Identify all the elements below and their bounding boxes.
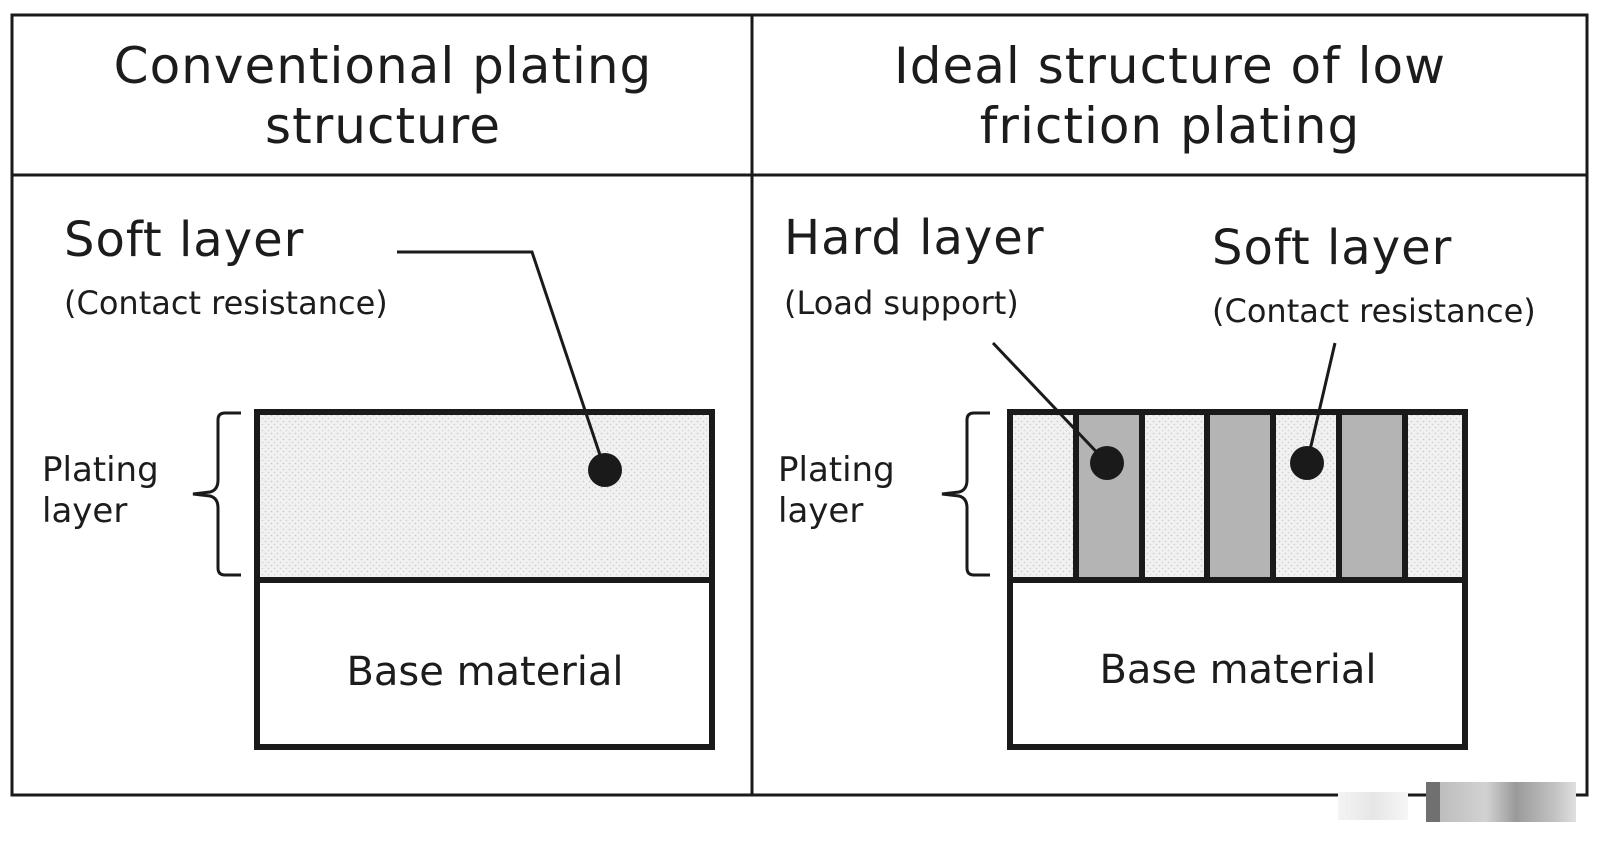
left-base-material-label: Base material xyxy=(346,649,624,695)
left-title-line2: structure xyxy=(265,97,501,155)
right-structure xyxy=(941,341,1468,750)
right-soft-layer-note: (Contact resistance) xyxy=(1212,292,1536,330)
left-soft-layer-dot xyxy=(588,453,622,487)
right-plating-line2: layer xyxy=(778,491,864,531)
hard-layer-leader xyxy=(991,341,1109,465)
watermark-blur-right xyxy=(1426,782,1576,822)
left-structure xyxy=(192,250,715,750)
left-soft-layer-label: Soft layer xyxy=(64,212,305,268)
right-plating-brace xyxy=(941,411,990,577)
hard-column-1 xyxy=(1076,412,1142,577)
left-plating-layer-label: Plating layer xyxy=(42,450,159,532)
left-title-line1: Conventional plating xyxy=(113,37,653,95)
blurred-watermark xyxy=(1338,780,1588,830)
right-title-line1: Ideal structure of low xyxy=(894,37,1446,95)
right-soft-layer-leader xyxy=(1305,342,1337,464)
watermark-blur-left xyxy=(1338,792,1408,820)
left-soft-layer-note: (Contact resistance) xyxy=(64,284,388,322)
left-soft-layer xyxy=(257,412,712,577)
right-soft-layer-label: Soft layer xyxy=(1212,220,1453,276)
right-soft-layer-dot xyxy=(1290,446,1324,480)
hard-layer-dot xyxy=(1090,446,1124,480)
right-base-material-label: Base material xyxy=(1099,647,1377,693)
left-panel-title: Conventional plating structure xyxy=(14,36,752,156)
left-soft-layer-leader xyxy=(397,250,607,471)
hard-column-2 xyxy=(1207,412,1273,577)
right-title-line2: friction plating xyxy=(979,97,1361,155)
right-plating-layer-label: Plating layer xyxy=(778,450,895,532)
left-plating-line1: Plating xyxy=(42,450,159,490)
right-panel-title: Ideal structure of low friction plating xyxy=(755,36,1585,156)
left-plating-brace xyxy=(192,411,241,577)
hard-layer-note: (Load support) xyxy=(784,284,1019,322)
hard-column-3 xyxy=(1339,412,1405,577)
right-plating-line1: Plating xyxy=(778,450,895,490)
left-plating-line2: layer xyxy=(42,491,128,531)
hard-layer-label: Hard layer xyxy=(784,210,1045,266)
outer-frame xyxy=(10,13,1589,797)
